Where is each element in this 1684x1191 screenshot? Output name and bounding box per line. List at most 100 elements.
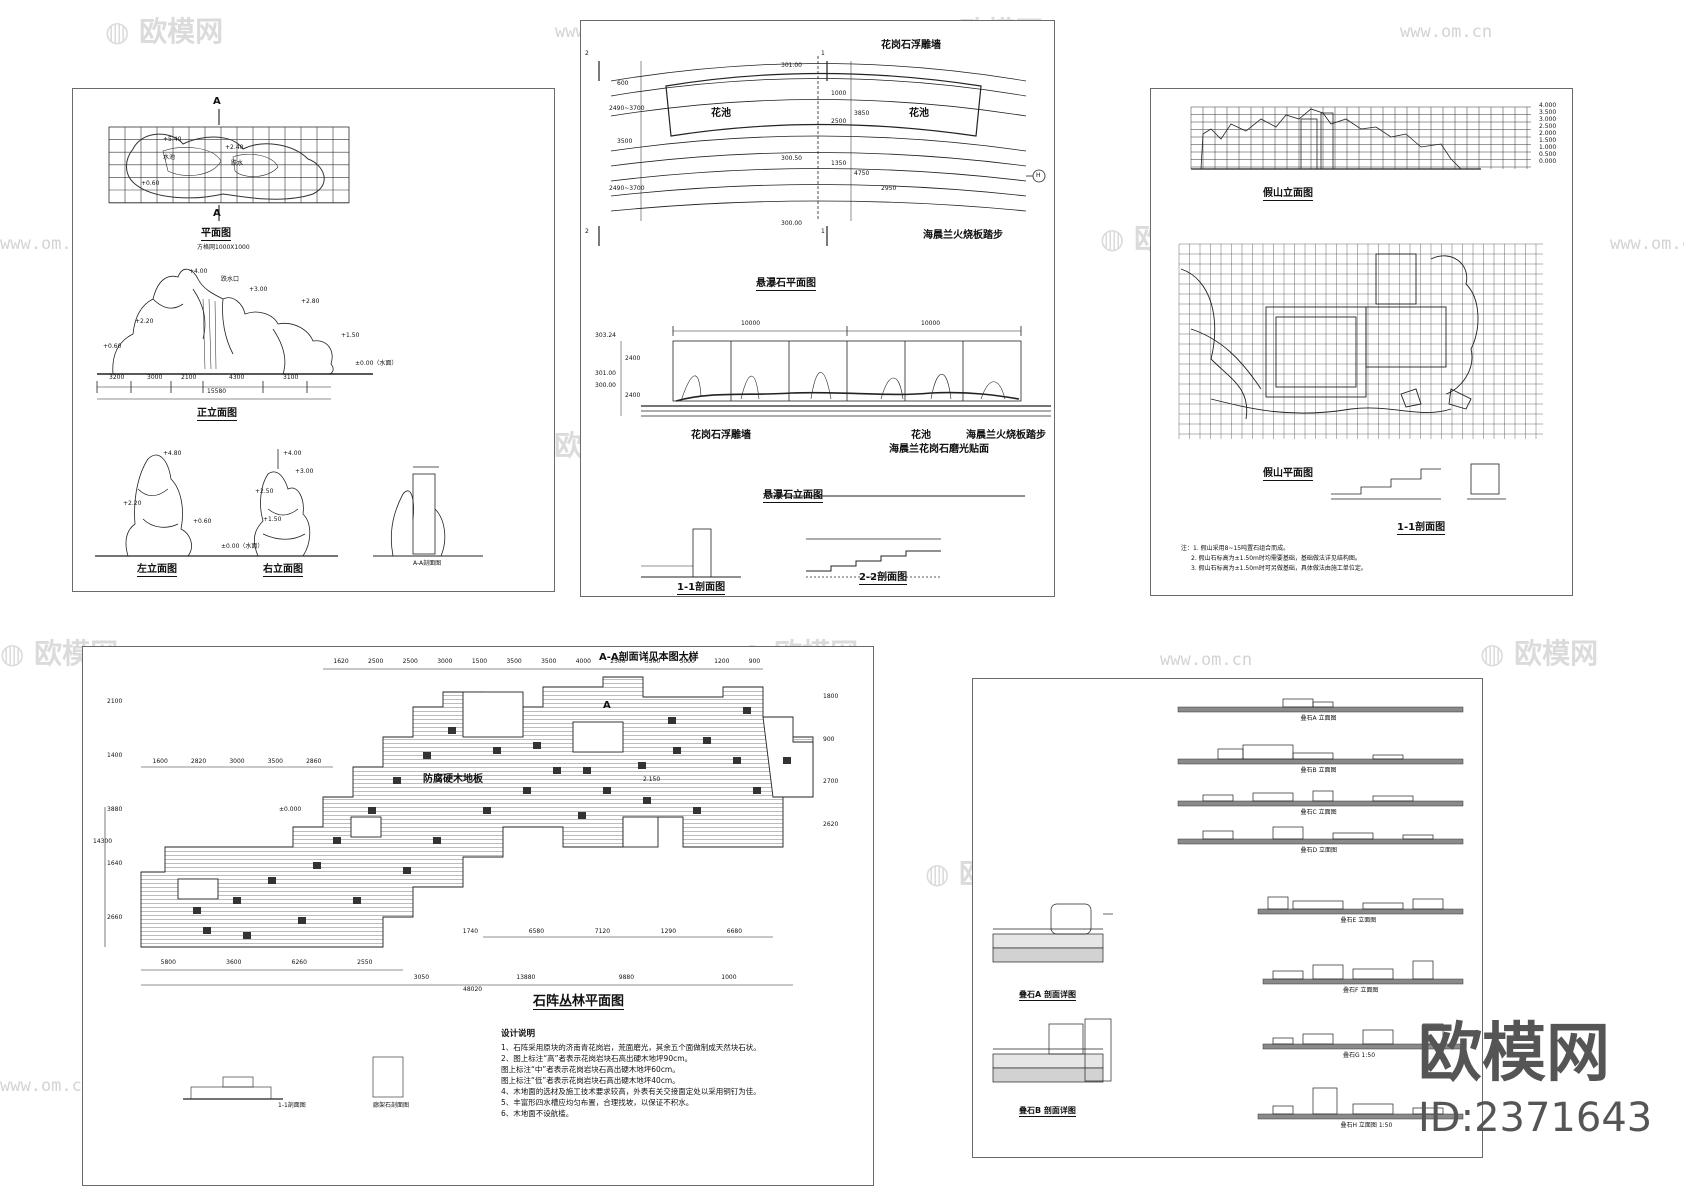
- dimension-label: 3500: [506, 658, 522, 665]
- scale-2: 3.000: [1539, 116, 1557, 123]
- scale-8: 0.000: [1539, 158, 1557, 165]
- stone-block: [233, 897, 241, 904]
- section-title: 1-1剖面图: [1397, 522, 1446, 535]
- stacked-stone-drawing: [992, 698, 1464, 1120]
- stone-block: [753, 787, 761, 794]
- stone-elevation-block: [1352, 968, 1394, 980]
- front-level-6: +1.50: [341, 332, 360, 339]
- section-1-title: 1-1剖面图: [677, 582, 726, 595]
- dimension-label: 1290: [660, 928, 677, 935]
- stone-block: [733, 757, 741, 764]
- stone-elevation-block: [1312, 1087, 1338, 1115]
- front-level-water: ±0.00（水面）: [355, 360, 398, 367]
- watermark-url: www.om.cn: [1400, 22, 1493, 42]
- stone-block: [243, 932, 251, 939]
- level-mark-zero: ±0.000: [279, 806, 302, 813]
- plan-dim-right-3: 3850: [854, 110, 870, 117]
- plan-flower-bed-right: 花池: [909, 108, 929, 119]
- sheet-rockery-fountain: A A +5.40 水池 跌水 +2.40 +0.60 平面图 方格网1000X…: [72, 88, 555, 592]
- dimension-label: 9880: [618, 974, 635, 981]
- stone-block: [743, 707, 751, 714]
- note-2: 2、图上标注“高”者表示花岗岩块石高出硬木地坪90cm。: [501, 1054, 693, 1063]
- detail-2-title: 廊架石剖面图: [373, 1102, 410, 1109]
- watermark-url: www.om.cn: [0, 1076, 93, 1096]
- stone-elevation-block: [1302, 1033, 1334, 1045]
- left-elevation-title: 左立面图: [137, 564, 177, 577]
- plan-dim-right-6: 2950: [881, 185, 897, 192]
- stone-block: [333, 837, 341, 844]
- right-level-2: +3.00: [295, 468, 314, 475]
- elevation-label: 叠石F 立面图: [1343, 987, 1379, 994]
- elevation-label: 叠石E 立面图: [1340, 917, 1377, 924]
- rockery-drawing: [95, 109, 483, 557]
- center-label-wood-deck: 防腐硬木地板: [423, 774, 483, 785]
- watermark-logo: ◍ 欧模网: [105, 15, 224, 48]
- watermark-url: www.om.cn: [0, 234, 93, 254]
- stone-block: [268, 877, 276, 884]
- elevation-label: 叠石C 立面图: [1300, 809, 1337, 816]
- ground-strip: [1177, 706, 1464, 713]
- front-level-5: +0.60: [103, 343, 122, 350]
- stone-block: [368, 807, 376, 814]
- stone-block: [578, 812, 586, 819]
- design-notes: 设计说明 1、石阵采用原块的济南青花岗岩，荒面磨光，其余五个面做制成天然块石状。…: [501, 1029, 761, 1119]
- stone-block: [433, 837, 441, 844]
- note-1: 1、石阵采用原块的济南青花岗岩，荒面磨光，其余五个面做制成天然块石状。: [501, 1043, 761, 1052]
- plan-waterfall-label: 跌水: [231, 160, 244, 167]
- stone-elevation-block: [1332, 832, 1374, 840]
- stone-block: [403, 867, 411, 874]
- scale-0: 4.000: [1539, 102, 1557, 109]
- plan-pool-label: 水池: [163, 154, 176, 161]
- front-level-3: +2.80: [301, 298, 320, 305]
- front-dim-2: 3000: [147, 374, 163, 381]
- stone-block: [483, 807, 491, 814]
- ground-strip: [1177, 800, 1464, 807]
- plan-title: 平面图: [201, 228, 231, 241]
- elev-callout-steps: 海晨兰火烧板踏步: [966, 430, 1046, 441]
- scale-6: 1.000: [1539, 144, 1557, 151]
- brand-logo-text: 欧模网: [1418, 1017, 1610, 1091]
- left-level-2: +2.20: [123, 500, 142, 507]
- dimension-label: 2820: [190, 758, 207, 765]
- dimension-label: 3500: [267, 758, 283, 765]
- stone-elevation-block: [1362, 902, 1404, 910]
- dimension-label: 2660: [107, 913, 123, 921]
- plan-callout-steps: 海晨兰火烧板踏步: [923, 230, 1003, 241]
- dimension-label: 3000: [229, 758, 245, 765]
- elevation-label: 叠石A 立面图: [1300, 715, 1337, 722]
- stone-forest-plan-drawing: [104, 668, 814, 1100]
- dimension-label: 3000: [679, 658, 695, 665]
- dimension-label: 2500: [402, 658, 418, 665]
- stone-block: [703, 737, 711, 744]
- elevation-title: 假山立面图: [1263, 188, 1313, 201]
- elev-callout-facing: 海晨兰花岗石磨光贴面: [889, 444, 989, 455]
- front-level-2: +3.00: [249, 286, 268, 293]
- stone-block: [783, 757, 791, 764]
- watermark-url: www.om.cn: [1610, 234, 1684, 254]
- elevation-label: 叠石H 立面图 1:50: [1340, 1122, 1393, 1129]
- note-1: 注：1. 假山采用8~15吨置石组合而成。: [1181, 545, 1290, 552]
- dimension-label: 1200: [714, 658, 730, 665]
- dimension-label: 1740: [462, 928, 479, 935]
- plan-callout-relief-wall: 花岗石浮雕墙: [881, 40, 941, 51]
- stone-block: [193, 907, 201, 914]
- dimension-label: 3500: [541, 658, 557, 665]
- plan-dim-right-2: 2500: [831, 118, 847, 125]
- plan-level-300: 300.00: [781, 220, 802, 227]
- detail-b-title: 叠石B 剖面详图: [1019, 1106, 1076, 1117]
- stone-block: [693, 807, 701, 814]
- scale-5: 1.500: [1539, 137, 1557, 144]
- ground-strip: [1262, 978, 1464, 985]
- dimension-label: 2500: [368, 658, 384, 665]
- ground-strip: [1177, 758, 1464, 765]
- dimension-label: 3600: [226, 959, 242, 966]
- dimension-label: 900: [748, 658, 761, 665]
- stone-elevation-block: [1272, 1105, 1294, 1115]
- note-6: 5、丰富形四水槽应均匀布置，合理找坡，以保证不积水。: [501, 1098, 694, 1107]
- stone-block: [583, 767, 591, 774]
- section-2-title: 2-2剖面图: [859, 572, 908, 585]
- stone-elevation-block: [1252, 792, 1294, 802]
- scale-7: 0.500: [1539, 151, 1557, 158]
- plan-dim-left-3: 3500: [617, 138, 633, 145]
- note-4: 图上标注“低”者表示花岗岩块石高出硬木地坪40cm。: [501, 1076, 680, 1085]
